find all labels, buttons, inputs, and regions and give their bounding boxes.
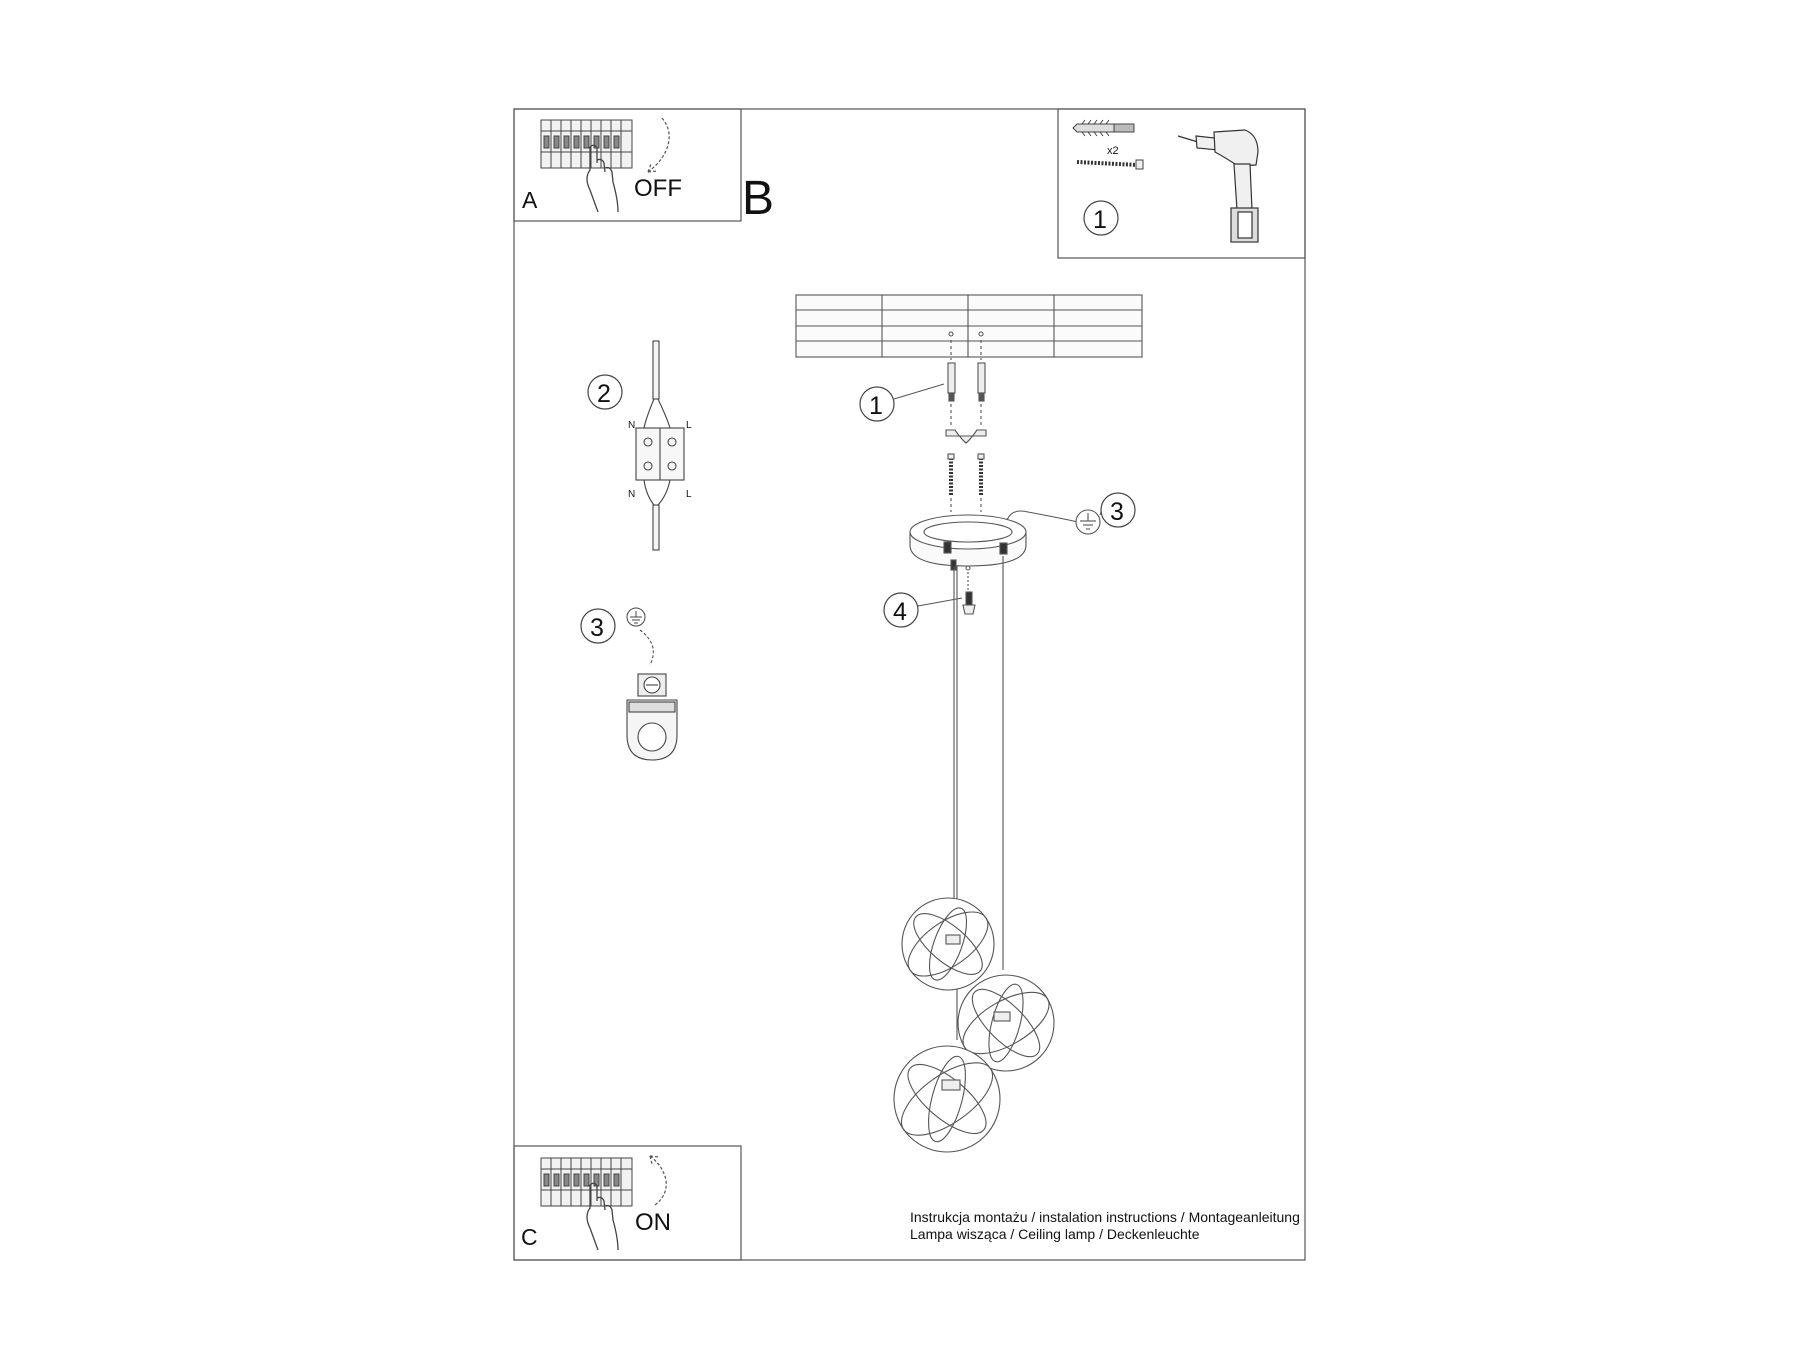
tools-callout-label: 1 [1093,206,1107,234]
callout-3-left-circle [580,608,616,644]
footer-line-1: Instrukcja montażu / instalation instruc… [910,1209,1300,1225]
callout-4-main: 4 [883,592,963,628]
ground-detail: 3 [580,607,678,761]
panel-c-letter: C [521,1224,538,1250]
terminal-n-top: N [628,420,635,431]
panel-a-letter: A [522,187,538,213]
mounting-bracket [945,429,987,444]
switch-off-arrow-icon [647,117,670,173]
screw-right [977,453,985,496]
hand-icon [586,144,619,213]
shade-upper [901,897,995,991]
callout-2-circle [587,374,623,410]
panel-a-action-label: OFF [634,175,682,202]
panel-c: C ON [513,1145,742,1261]
canopy [909,514,1027,571]
breaker-box-icon [540,119,633,169]
screw-icon [1076,159,1144,170]
ceiling-slab [795,294,1143,358]
terminal-n-bottom: N [628,489,635,500]
footer-line-2: Lampa wisząca / Ceiling lamp / Deckenleu… [910,1226,1200,1242]
main-callout-1-label: 1 [869,392,883,420]
ground-symbol-main-icon [1075,509,1101,535]
wiring-detail: 2 N L N L [587,340,692,551]
breaker-box-on-icon [540,1157,633,1207]
switch-on-arrow-icon [649,1155,667,1206]
shade-lower [893,1045,1001,1153]
callout-1-main: 1 [859,383,945,422]
ground-callout-label: 3 [590,614,604,642]
ground-symbol-icon [626,607,646,627]
sheet-frame [513,108,1306,1261]
panel-c-action-label: ON [635,1209,671,1236]
wall-plug-left [947,362,956,402]
ground-terminal-icon [626,673,678,761]
hand-on-icon [586,1182,619,1251]
wiring-callout-label: 2 [597,380,611,408]
panel-a: A OFF [513,108,742,222]
terminal-l-bottom: L [686,489,692,500]
main-callout-4-label: 4 [893,598,907,626]
drill-icon [1177,129,1259,243]
shade-right [957,974,1055,1072]
callout-1-circle [1083,200,1119,236]
main-assembly [795,294,1143,1153]
panel-b-letter: B [742,172,774,225]
main-callout-3-label: 3 [1110,498,1124,526]
quantity-label: x2 [1107,145,1119,157]
wall-plug-icon [1072,119,1135,137]
tools-panel: x2 1 [1057,108,1306,259]
grommet [962,591,976,615]
wall-plug-right [977,362,986,402]
callout-3-main: 3 [1099,492,1136,528]
screw-left [947,453,955,496]
terminal-l-top: L [686,420,692,431]
